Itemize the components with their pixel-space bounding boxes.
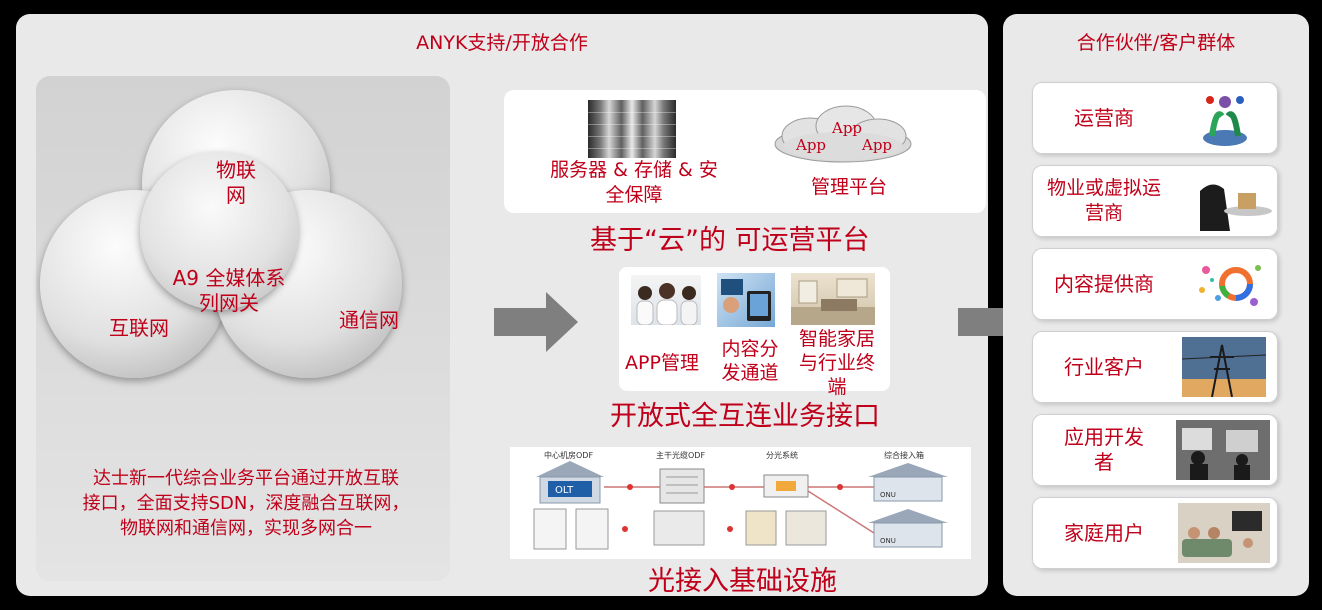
partner-item-label: 应用开发 者 (1064, 425, 1144, 474)
partner-item-label: 行业客户 (1064, 354, 1144, 379)
app-management-label: APP管理 (625, 352, 699, 374)
arrow-right-icon (494, 292, 578, 352)
partner-item-label: 家庭用户 (1064, 520, 1144, 545)
onu-text: ONU (880, 537, 896, 545)
optical-infrastructure-diagram: 中心机房ODF 主干光缆ODF 分光系统 综合接入箱 OLT ONU ONU (510, 447, 971, 559)
optical-network-icon: OLT ONU ONU (533, 461, 948, 550)
partner-item-content-provider: 内容提供商 (1032, 248, 1278, 320)
iot-label: 物联 网 (216, 158, 256, 207)
cloud-app-text: App (795, 136, 826, 154)
content-channel-image (717, 273, 775, 327)
server-room-image (588, 100, 676, 158)
gateway-circle (140, 152, 298, 310)
open-interface-title: 开放式全互连业务接口 (610, 401, 880, 432)
access-box-label: 综合接入箱 (884, 451, 924, 460)
partner-item-label: 物业或虚拟运 营商 (1046, 177, 1161, 224)
main-panel-title: ANYK支持/开放合作 (416, 32, 588, 54)
partner-panel-title: 合作伙伴/客户群体 (1076, 32, 1236, 54)
smart-home-label: 智能家居 与行业终 端 (798, 328, 875, 398)
management-platform-label: 管理平台 (810, 176, 887, 198)
platform-description: 达士新一代综合业务平台通过开放互联 接口，全面支持SDN，深度融合互联网， 物联… (82, 468, 410, 539)
open-interface-box: APP管理 内容分 发通道 智能家居 与行业终 端 (619, 267, 890, 398)
partner-item-industry: 行业客户 (1032, 331, 1278, 403)
onu-text: ONU (880, 491, 896, 499)
server-storage-label: 服务器 & 存储 & 安 全保障 (550, 159, 718, 206)
tray-service-icon (1200, 171, 1274, 231)
family-photo-icon (1178, 503, 1270, 563)
partner-item-operator: 运营商 (1032, 82, 1278, 154)
partner-item-home-user: 家庭用户 (1032, 497, 1278, 569)
olt-text: OLT (555, 485, 574, 496)
content-channel-label: 内容分 发通道 (721, 338, 779, 384)
splitter-label: 分光系统 (766, 451, 798, 460)
odf-center-label: 中心机房ODF (544, 451, 594, 460)
odf-trunk-label: 主干光缆ODF (656, 451, 706, 460)
app-management-image (631, 275, 701, 325)
developer-photo-icon (1176, 420, 1270, 480)
gateway-label: A9 全媒体系 列网关 (172, 266, 286, 315)
color-wheel-icon (1188, 254, 1270, 314)
partner-item-label: 内容提供商 (1054, 271, 1154, 296)
cloud-app-text: App (831, 119, 862, 137)
cloud-icon: App App App (774, 105, 912, 163)
power-tower-icon (1182, 337, 1266, 397)
partner-item-developer: 应用开发 者 (1032, 414, 1278, 486)
internet-label: 互联网 (109, 316, 169, 340)
partner-item-label: 运营商 (1074, 105, 1134, 130)
partner-panel: 合作伙伴/客户群体 运营商 物业或虚拟运 营商 内容提供商 (1003, 14, 1309, 596)
cloud-platform-box: 服务器 & 存储 & 安 全保障 App App App 管理平台 (504, 90, 986, 213)
smart-home-image (791, 273, 875, 325)
main-panel: ANYK支持/开放合作 物联 网 互联网 通信网 A9 全媒体系 列网关 达士新… (16, 14, 1042, 597)
cloud-app-text: App (861, 136, 892, 154)
operator-logo-icon (1192, 88, 1258, 148)
optical-infrastructure-title: 光接入基础设施 (648, 566, 837, 597)
telecom-label: 通信网 (339, 308, 399, 332)
partner-item-property: 物业或虚拟运 营商 (1032, 165, 1278, 237)
cloud-platform-title: 基于“云”的 可运营平台 (590, 225, 870, 256)
